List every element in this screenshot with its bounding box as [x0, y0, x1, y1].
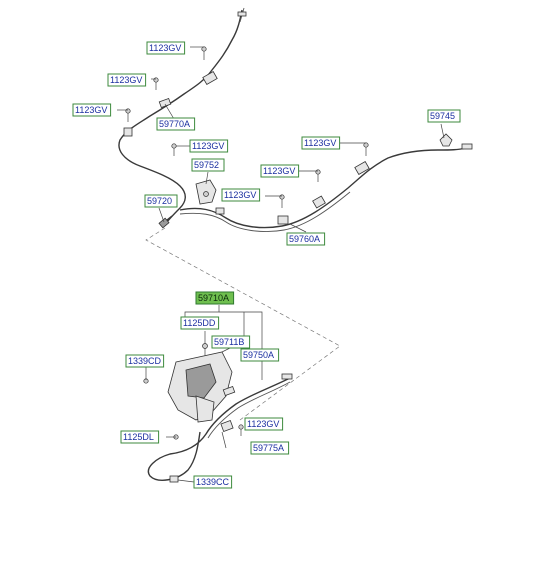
callout-box [260, 164, 300, 178]
callout-text: 1125DL [123, 432, 154, 442]
callout-1123gv[interactable]: 1123GV [221, 188, 261, 202]
callout-59710a[interactable]: 59710A [195, 291, 235, 305]
callout-text: 59750A [243, 350, 274, 360]
callout-1123gv[interactable]: 1123GV [146, 41, 186, 55]
callout-text: 59770A [159, 119, 190, 129]
callout-box [189, 139, 229, 153]
callout-text: 59745 [430, 111, 455, 121]
callout-box [221, 188, 261, 202]
callout-text: 1123GV [224, 190, 256, 200]
callout-text: 59710A [198, 293, 229, 303]
callout-labels: 1123GV 1123GV 1123GV 59770A 59745 1123GV 1123G… [72, 41, 461, 489]
callout-text: 1123GV [192, 141, 224, 151]
callout-1123gv[interactable]: 1123GV [189, 139, 229, 153]
callout-box [244, 417, 284, 431]
lower-cable-drawing [147, 373, 293, 483]
callout-text: 59711B [214, 337, 244, 347]
callout-box [191, 158, 225, 172]
callout-box [180, 316, 220, 330]
callout-text: 59760A [289, 234, 320, 244]
callout-box [240, 348, 280, 362]
callout-leaders [117, 46, 445, 483]
callout-59720[interactable]: 59720 [144, 194, 178, 208]
callout-text: 1125DD [183, 318, 216, 328]
callout-text: 1123GV [149, 43, 181, 53]
callout-59750a[interactable]: 59750A [240, 348, 280, 362]
callout-59752[interactable]: 59752 [191, 158, 225, 172]
callout-box [125, 354, 165, 368]
callout-box [193, 475, 233, 489]
callout-box [120, 430, 160, 444]
callout-text: 59720 [147, 196, 172, 206]
callout-text: 1123GV [247, 419, 279, 429]
callout-box [250, 441, 290, 455]
callout-59745[interactable]: 59745 [427, 109, 461, 123]
rear-cable-drawing [179, 133, 473, 233]
callout-text: 1339CC [196, 477, 230, 487]
parking-brake-lever-drawing [143, 343, 236, 423]
callout-1123gv[interactable]: 1123GV [260, 164, 300, 178]
callout-1125dd[interactable]: 1125DD [180, 316, 220, 330]
callout-1123gv[interactable]: 1123GV [107, 73, 147, 87]
callout-text: 59775A [253, 443, 284, 453]
callout-59770a[interactable]: 59770A [156, 117, 196, 131]
callout-box [195, 291, 235, 305]
callout-text: 1123GV [304, 138, 336, 148]
callout-box [156, 117, 196, 131]
callout-text: 1123GV [110, 75, 142, 85]
callout-box [286, 232, 326, 246]
callout-box [72, 103, 112, 117]
callout-1339cc[interactable]: 1339CC [193, 475, 233, 489]
callout-59775a[interactable]: 59775A [250, 441, 290, 455]
callout-1339cd[interactable]: 1339CD [125, 354, 165, 368]
callout-text: 1123GV [263, 166, 295, 176]
front-cable-drawing [118, 7, 247, 229]
callout-box [427, 109, 461, 123]
callout-1123gv[interactable]: 1123GV [301, 136, 341, 150]
callout-59711b[interactable]: 59711B [211, 335, 251, 349]
callout-box [301, 136, 341, 150]
callout-text: 1123GV [75, 105, 107, 115]
callout-1125dl[interactable]: 1125DL [120, 430, 160, 444]
callout-box [146, 41, 186, 55]
callout-box [144, 194, 178, 208]
callout-1123gv[interactable]: 1123GV [72, 103, 112, 117]
callout-text: 59752 [194, 160, 219, 170]
callout-1123gv[interactable]: 1123GV [244, 417, 284, 431]
callout-text: 1339CD [128, 356, 162, 366]
callout-59760a[interactable]: 59760A [286, 232, 326, 246]
callout-box [211, 335, 251, 349]
callout-box [107, 73, 147, 87]
